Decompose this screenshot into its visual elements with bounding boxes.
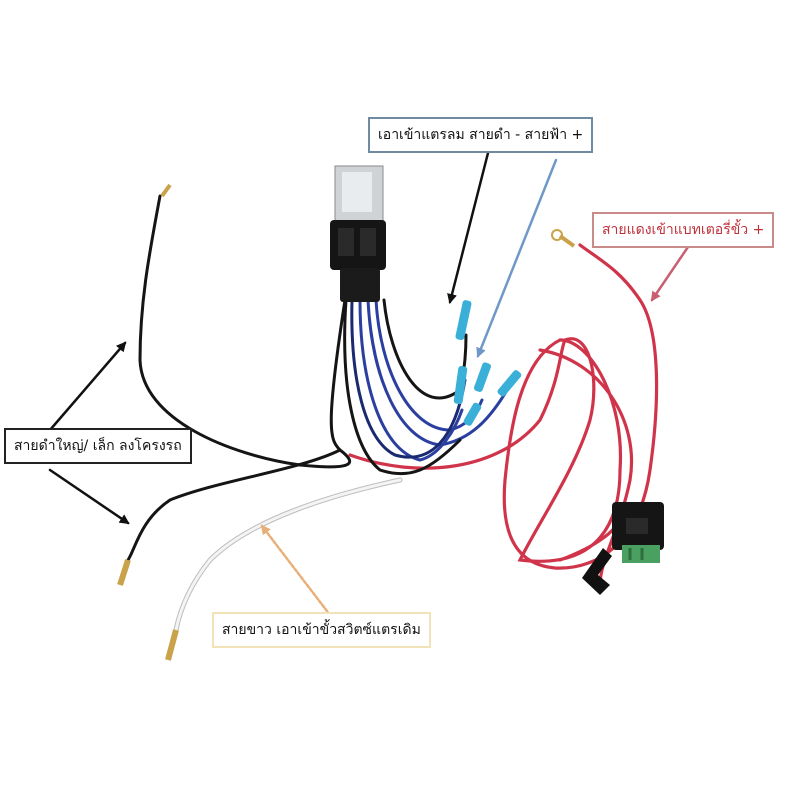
arrow-ground-up: [48, 341, 127, 432]
arrow-horn-blue: [476, 158, 558, 358]
red-battery-wire: [348, 243, 659, 587]
arrow-horn-black: [447, 151, 490, 304]
white-wire-terminal: [165, 629, 179, 661]
annotation-arrows: [48, 151, 692, 617]
arrow-white: [260, 524, 332, 617]
blue-wire-bundle: [343, 298, 512, 476]
white-switch-wire: [173, 477, 403, 633]
arrow-battery: [650, 242, 692, 302]
relay: [330, 165, 386, 302]
ground-terminal-top: [160, 183, 172, 198]
white-wire-label: สายขาว เอาเข้าขั้วสวิตซ์แตรเดิม: [212, 612, 431, 648]
ground-wire-label: สายดำใหญ่/ เล็ก ลงโครงรถ: [4, 428, 192, 464]
ground-terminal-bottom: [117, 559, 131, 586]
horn-wire-label: เอาเข้าแตรลม สายดำ - สายฟ้า +: [368, 117, 594, 153]
battery-wire-label: สายแดงเข้าแบทเตอรี่ขั้ว +: [592, 212, 775, 248]
blue-spade-terminals: [453, 300, 522, 426]
black-ground-wire: [126, 194, 352, 562]
ring-icon: [551, 229, 563, 241]
fuse-holder: [582, 502, 664, 595]
arrow-ground-down: [48, 468, 130, 525]
